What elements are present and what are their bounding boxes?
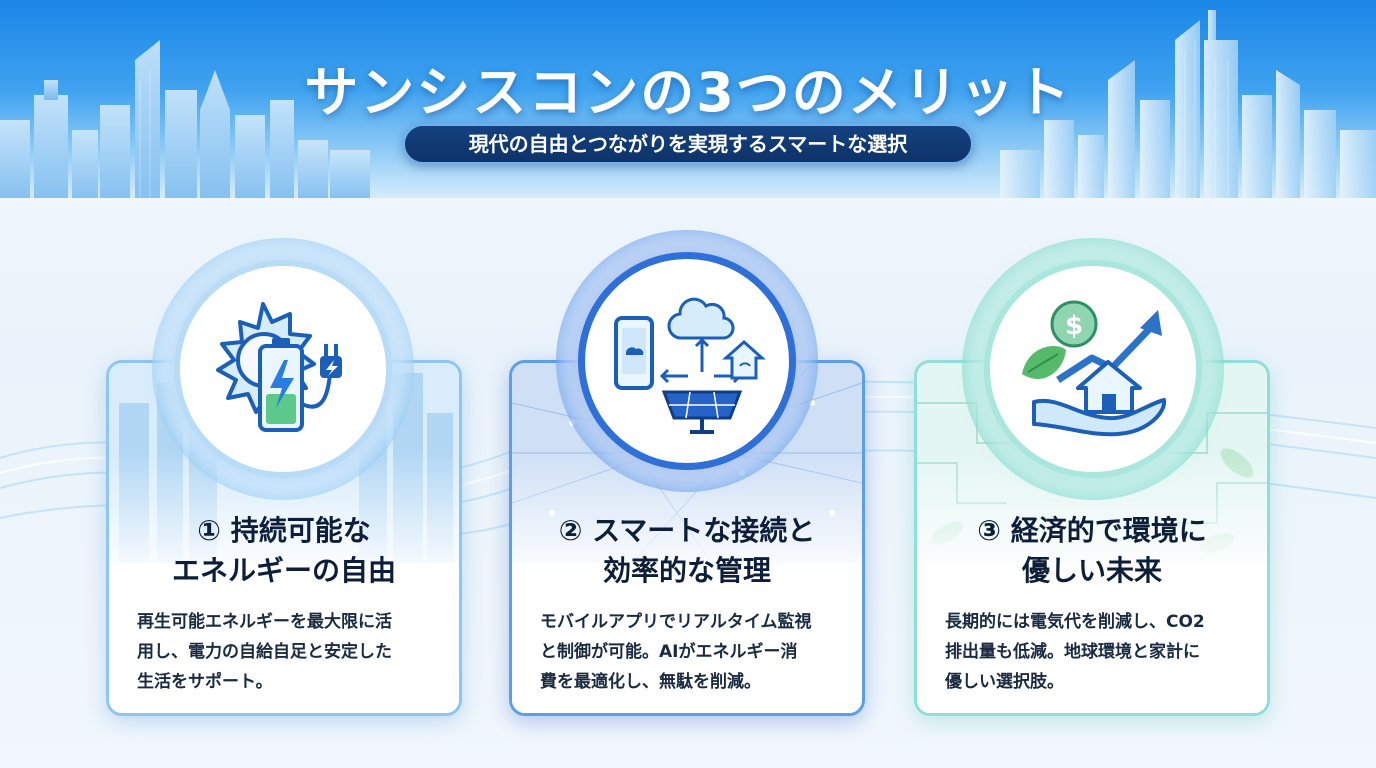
svg-text:$: $ bbox=[1065, 311, 1083, 341]
card-title-line: ② スマートな接続と bbox=[558, 514, 816, 547]
card-title-line: ① 持続可能な bbox=[197, 514, 371, 547]
card-body-line: 用し、電力の自給自足と安定した bbox=[137, 642, 392, 662]
card-body-line: モバイルアプリでリアルタイム監視 bbox=[540, 612, 812, 632]
card-title: ③ 経済的で環境に 優しい未来 bbox=[917, 511, 1267, 591]
card-description: モバイルアプリでリアルタイム監視 と制御が可能。AIがエネルギー消 費を最適化し… bbox=[540, 607, 840, 697]
card-description: 再生可能エネルギーを最大限に活 用し、電力の自給自足と安定した 生活をサポート。 bbox=[137, 607, 437, 697]
badge-ring bbox=[984, 260, 1202, 478]
card-body-line: 費を最適化し、無駄を削減。 bbox=[540, 672, 761, 692]
city-skyline-illustration bbox=[0, 10, 1376, 198]
card-title-line: エネルギーの自由 bbox=[171, 554, 396, 587]
card-body-line: と制御が可能。AIがエネルギー消 bbox=[540, 642, 798, 662]
card-title-line: 優しい未来 bbox=[1021, 554, 1162, 587]
card-title-line: ③ 経済的で環境に bbox=[977, 514, 1207, 547]
card-description: 長期的には電気代を削減し、CO2 排出量も低減。地球環境と家計に 優しい選択肢。 bbox=[945, 607, 1245, 697]
smart-connection-icon bbox=[614, 297, 766, 434]
eco-savings-icon: $ bbox=[1022, 300, 1167, 437]
card-body-line: 再生可能エネルギーを最大限に活 bbox=[137, 612, 392, 632]
card-title: ② スマートな接続と 効率的な管理 bbox=[512, 511, 862, 591]
card-fade bbox=[512, 453, 862, 713]
benefit-badge-2 bbox=[556, 230, 818, 492]
card-title-line: 効率的な管理 bbox=[602, 554, 771, 587]
benefit-badge-3: $ bbox=[962, 238, 1224, 500]
benefit-badge-1 bbox=[152, 238, 414, 500]
card-title: ① 持続可能な エネルギーの自由 bbox=[109, 511, 459, 591]
card-body-line: 優しい選択肢。 bbox=[945, 672, 1064, 692]
subtitle-pill: 現代の自由とつながりを実現するスマートな選択 bbox=[403, 124, 973, 164]
card-body-line: 排出量も低減。地球環境と家計に bbox=[945, 642, 1200, 662]
badge-ring bbox=[578, 252, 796, 470]
card-body-line: 生活をサポート。 bbox=[137, 672, 273, 692]
solar-battery-plug-icon bbox=[216, 302, 342, 432]
header-banner: サンシスコンの3つのメリット 現代の自由とつながりを実現するスマートな選択 bbox=[0, 0, 1376, 198]
page-title: サンシスコンの3つのメリット bbox=[304, 61, 1072, 124]
card-body-line: 長期的には電気代を削減し、CO2 bbox=[945, 612, 1205, 632]
